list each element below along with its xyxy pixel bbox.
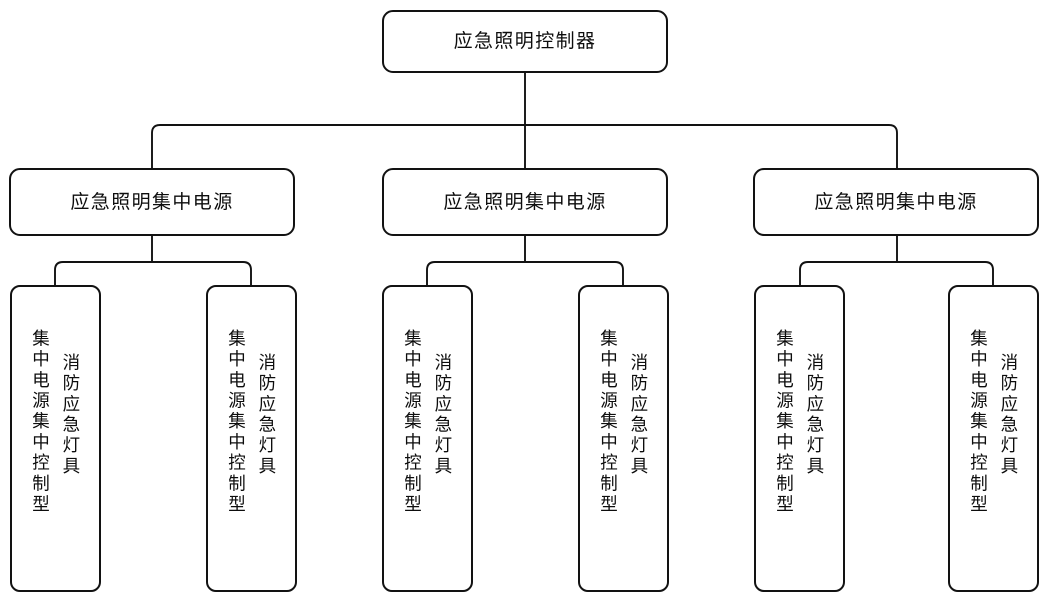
leaf-line1-2: 消防应急灯具 — [256, 353, 277, 478]
connector-root-bus-right — [525, 124, 898, 168]
leaf-line1-5: 消防应急灯具 — [804, 353, 825, 478]
node-level3-luminaire-3[interactable]: 消防应急灯具 集中电源集中控制型 — [382, 285, 473, 592]
leaf-text-block-3: 消防应急灯具 集中电源集中控制型 — [384, 287, 471, 590]
node-level3-luminaire-4[interactable]: 消防应急灯具 集中电源集中控制型 — [578, 285, 669, 592]
node-root-controller[interactable]: 应急照明控制器 — [382, 10, 668, 73]
leaf-line2-3: 集中电源集中控制型 — [402, 329, 423, 516]
node-root-label: 应急照明控制器 — [453, 31, 597, 52]
leaf-line2-5: 集中电源集中控制型 — [774, 329, 795, 516]
connector-g2-bus-left — [426, 261, 525, 285]
node-level3-luminaire-1[interactable]: 消防应急灯具 集中电源集中控制型 — [10, 285, 101, 592]
leaf-text-block-5: 消防应急灯具 集中电源集中控制型 — [756, 287, 843, 590]
connector-g1-bus-right — [152, 261, 252, 285]
leaf-line1-1: 消防应急灯具 — [60, 353, 81, 478]
leaf-line2-2: 集中电源集中控制型 — [226, 329, 247, 516]
node-level2-label-2: 应急照明集中电源 — [443, 191, 607, 213]
leaf-line1-6: 消防应急灯具 — [998, 353, 1019, 478]
leaf-line2-6: 集中电源集中控制型 — [968, 329, 989, 516]
node-level3-luminaire-5[interactable]: 消防应急灯具 集中电源集中控制型 — [754, 285, 845, 592]
node-level2-power-3[interactable]: 应急照明集中电源 — [753, 168, 1039, 236]
node-level3-luminaire-6[interactable]: 消防应急灯具 集中电源集中控制型 — [948, 285, 1039, 592]
leaf-text-block-1: 消防应急灯具 集中电源集中控制型 — [12, 287, 99, 590]
node-level2-label-3: 应急照明集中电源 — [814, 191, 978, 213]
connector-g3-bus-left — [799, 261, 897, 285]
connector-g2-bus-right — [525, 261, 624, 285]
leaf-line1-4: 消防应急灯具 — [628, 353, 649, 478]
leaf-text-block-6: 消防应急灯具 集中电源集中控制型 — [950, 287, 1037, 590]
node-level2-label-1: 应急照明集中电源 — [70, 191, 234, 213]
leaf-text-block-4: 消防应急灯具 集中电源集中控制型 — [580, 287, 667, 590]
node-level2-power-2[interactable]: 应急照明集中电源 — [382, 168, 668, 236]
leaf-line1-3: 消防应急灯具 — [432, 353, 453, 478]
connector-root-bus-left — [151, 124, 525, 168]
leaf-line2-1: 集中电源集中控制型 — [30, 329, 51, 516]
node-level2-power-1[interactable]: 应急照明集中电源 — [9, 168, 295, 236]
leaf-text-block-2: 消防应急灯具 集中电源集中控制型 — [208, 287, 295, 590]
connector-g1-bus-left — [54, 261, 152, 285]
node-level3-luminaire-2[interactable]: 消防应急灯具 集中电源集中控制型 — [206, 285, 297, 592]
connector-g3-bus-right — [897, 261, 994, 285]
leaf-line2-4: 集中电源集中控制型 — [598, 329, 619, 516]
